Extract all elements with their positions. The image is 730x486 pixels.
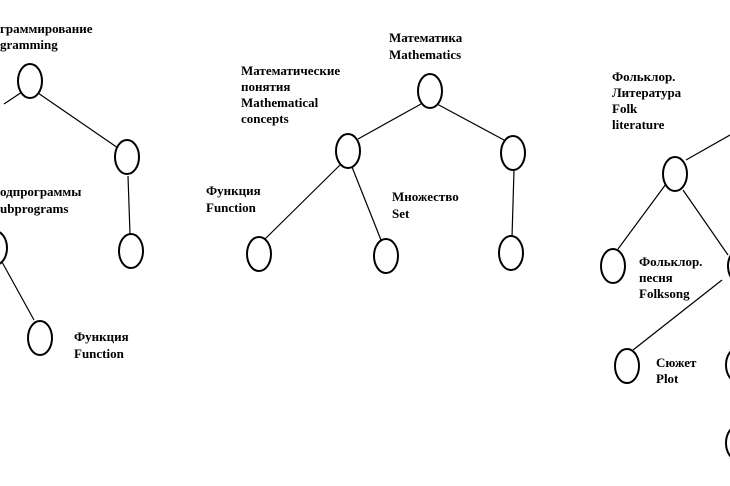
label-function2-en: Function: [206, 200, 257, 215]
label-folklit-ru-1: Фольклор.: [612, 69, 675, 84]
node-math-concepts: [335, 133, 361, 169]
edge-folklit-right: [682, 189, 729, 256]
edge-concepts-set: [351, 166, 382, 241]
node-mathematics: [417, 73, 443, 109]
label-folksong-ru-2: песня: [639, 270, 673, 285]
label-folklit-en-2: literature: [612, 117, 665, 132]
label-plot-ru: Сюжет: [656, 355, 697, 370]
tree-folklore-edges: [617, 134, 730, 351]
label-math-concepts-ru-1: Математические: [241, 63, 340, 78]
label-mathematics-en: Mathematics: [389, 47, 461, 62]
node-edge-right-1: [725, 350, 730, 380]
edge-node2-leaf: [127, 175, 131, 235]
node-math-right: [500, 135, 526, 171]
label-mathematics-ru: Математика: [389, 30, 463, 45]
label-programming-en: gramming: [0, 37, 58, 52]
label-programming-ru: граммирование: [0, 21, 93, 36]
node-programming: [17, 63, 43, 99]
label-math-concepts-ru-2: понятия: [241, 79, 290, 94]
node-plot: [614, 348, 640, 384]
tree-programming-edges: [1, 91, 131, 321]
node-edge-right-2: [725, 428, 730, 458]
tree-mathematics-edges: [264, 103, 515, 241]
edge-song-plot: [632, 279, 723, 351]
edge-math-concepts: [357, 103, 422, 140]
edge-prog-left: [3, 91, 23, 105]
edge-up-right: [685, 134, 730, 161]
edge-folklit-left: [617, 183, 667, 250]
label-subprograms-en: ubprograms: [0, 201, 68, 216]
label-folklit-en-1: Folk: [612, 101, 638, 116]
label-plot-en: Plot: [656, 371, 679, 386]
node-prog-leaf-right: [118, 233, 144, 269]
label-math-concepts-en-1: Mathematical: [241, 95, 319, 110]
edge-math-right: [436, 103, 505, 141]
label-set-ru: Множество: [392, 189, 459, 204]
label-function2-ru: Функция: [206, 183, 261, 198]
edge-subprog-function: [1, 261, 35, 321]
edge-prog-node2: [37, 92, 119, 149]
node-folk-left-leaf: [600, 248, 626, 284]
edge-right-leaf: [511, 169, 515, 238]
node-folk-literature: [662, 156, 688, 192]
label-folksong-en: Folksong: [639, 286, 690, 301]
label-function1-en: Function: [74, 346, 125, 361]
edge-concepts-function: [264, 164, 341, 240]
label-function1-ru: Функция: [74, 329, 129, 344]
node-function-2: [246, 236, 272, 272]
node-set: [373, 238, 399, 274]
label-subprograms-ru: одпрограммы: [0, 184, 81, 199]
node-subprograms: [0, 231, 8, 265]
node-prog-child-right: [114, 139, 140, 175]
node-function-1: [27, 320, 53, 356]
label-math-concepts-en-2: concepts: [241, 111, 289, 126]
node-math-leaf-right: [498, 235, 524, 271]
label-folksong-ru-1: Фольклор.: [639, 254, 702, 269]
label-folklit-ru-2: Литература: [612, 85, 682, 100]
label-set-en: Set: [392, 206, 410, 221]
